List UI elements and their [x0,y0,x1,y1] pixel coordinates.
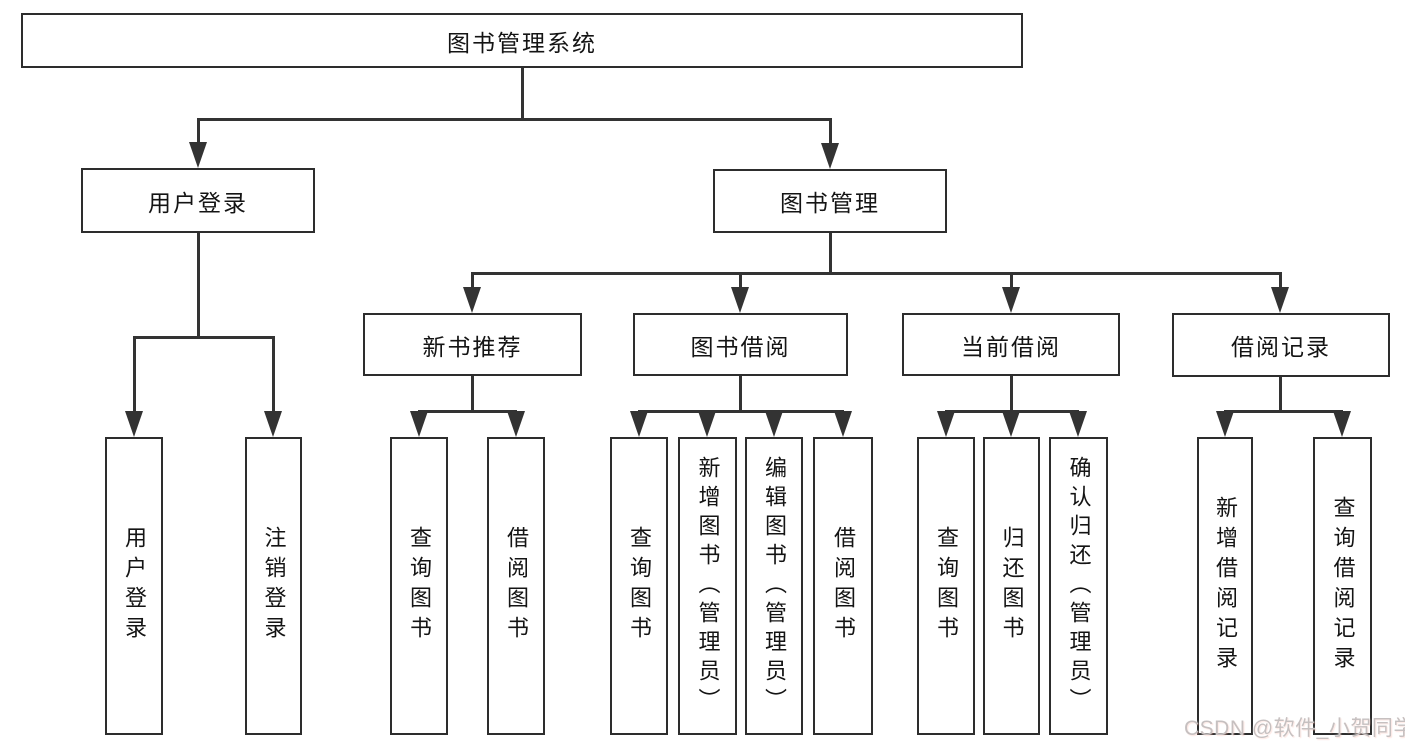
leaf-query-books-3-label: 查询图书 [934,526,959,646]
leaf-logout: 注销登录 [245,437,302,735]
connector-line [1279,272,1282,290]
arrowhead-icon [1002,287,1020,313]
csdn-watermark: CSDN @软件_小贺同学 [1184,717,1405,740]
connector-line [197,118,831,121]
connector-line [1224,410,1343,413]
node-new-book-rec-label: 新书推荐 [422,333,523,360]
connector-line [133,336,136,412]
leaf-query-books-1: 查询图书 [390,437,448,735]
connector-line [471,272,1281,275]
node-borrow-record-label: 借阅记录 [1231,334,1331,360]
leaf-borrow-books-1: 借阅图书 [487,437,545,735]
arrowhead-icon [125,411,143,437]
leaf-query-books-1-label: 查询图书 [407,526,432,646]
leaf-user-login: 用户登录 [105,437,163,735]
node-borrow-record: 借阅记录 [1172,313,1390,377]
connector-line [272,336,275,412]
node-book-mgmt: 图书管理 [713,169,947,233]
connector-line [638,410,844,413]
leaf-borrow-books-2: 借阅图书 [813,437,873,735]
connector-line [521,68,524,118]
arrowhead-icon [1069,411,1087,437]
arrowhead-icon [834,411,852,437]
connector-line [829,118,832,148]
connector-line [418,410,517,413]
leaf-borrow-books-1-label: 借阅图书 [504,526,529,646]
node-current-borrow-label: 当前借阅 [961,333,1061,360]
arrowhead-icon [1271,287,1289,313]
connector-line [133,336,274,339]
leaf-user-login-label: 用户登录 [122,526,147,646]
leaf-edit-book-label: 编辑图书（管理员） [762,455,787,717]
arrowhead-icon [507,411,525,437]
connector-line [1010,272,1013,290]
leaf-return-book-label: 归还图书 [999,526,1025,646]
connector-line [1010,376,1013,412]
arrowhead-icon [410,411,428,437]
arrowhead-icon [821,143,839,169]
leaf-confirm-return: 确认归还（管理员） [1049,437,1108,735]
node-book-mgmt-label: 图书管理 [780,190,880,216]
leaf-add-book-label: 新增图书（管理员） [695,455,721,717]
arrowhead-icon [264,411,282,437]
node-user-login-label: 用户登录 [148,189,248,216]
connector-line [1279,377,1282,412]
leaf-query-borrow-record: 查询借阅记录 [1313,437,1372,735]
arrowhead-icon [1216,411,1234,437]
arrowhead-icon [1333,411,1351,437]
leaf-confirm-return-label: 确认归还（管理员） [1066,455,1092,717]
arrowhead-icon [630,411,648,437]
node-book-borrow: 图书借阅 [633,313,848,376]
leaf-logout-label: 注销登录 [261,526,287,646]
leaf-query-books-2: 查询图书 [610,437,668,735]
leaf-add-borrow-record-label: 新增借阅记录 [1213,496,1238,676]
connector-line [739,376,742,412]
leaf-query-borrow-record-label: 查询借阅记录 [1330,496,1356,676]
node-current-borrow: 当前借阅 [902,313,1120,376]
leaf-query-books-2-label: 查询图书 [627,526,652,646]
arrowhead-icon [463,287,481,313]
node-book-borrow-label: 图书借阅 [690,333,791,360]
connector-line [197,118,200,148]
node-root-label: 图书管理系统 [447,29,597,56]
node-user-login: 用户登录 [81,168,315,233]
leaf-add-borrow-record: 新增借阅记录 [1197,437,1253,735]
arrowhead-icon [189,142,207,168]
leaf-query-books-3: 查询图书 [917,437,975,735]
connector-line [739,272,742,290]
arrowhead-icon [1002,411,1020,437]
leaf-add-book: 新增图书（管理员） [678,437,737,735]
connector-line [471,376,474,412]
leaf-borrow-books-2-label: 借阅图书 [831,526,856,646]
arrowhead-icon [731,287,749,313]
leaf-return-book: 归还图书 [983,437,1040,735]
connector-line [197,233,200,336]
arrowhead-icon [698,411,716,437]
node-root: 图书管理系统 [21,13,1023,68]
node-new-book-rec: 新书推荐 [363,313,582,376]
connector-line [471,272,474,290]
arrowhead-icon [765,411,783,437]
leaf-edit-book: 编辑图书（管理员） [745,437,803,735]
connector-line [829,233,832,272]
arrowhead-icon [937,411,955,437]
